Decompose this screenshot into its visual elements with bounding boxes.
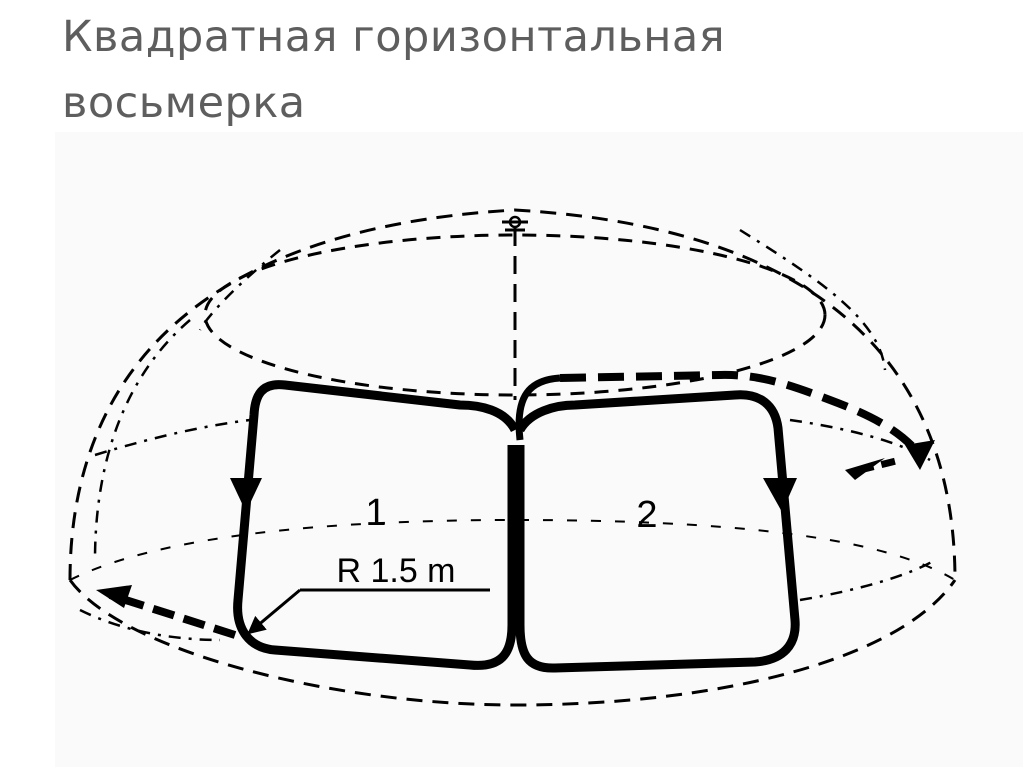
upper-dashed-ellipse — [203, 233, 827, 397]
square-path-2 — [515, 390, 800, 673]
direction-arrow-left — [230, 478, 262, 512]
ring-line-lower-left — [79, 608, 221, 642]
dome-outline — [68, 208, 957, 581]
approach-arrow — [905, 440, 935, 470]
dome-base-ellipse — [68, 579, 957, 707]
square-path-1 — [233, 380, 520, 670]
box-label-1: 1 — [365, 492, 386, 534]
radius-label: R 1.5 m — [336, 552, 455, 590]
slide-title: Квадратная горизонтальная восьмерка — [62, 12, 726, 128]
exit-arrow-left — [96, 585, 132, 608]
approach-path — [559, 370, 924, 458]
meridian-line-left-2 — [198, 249, 281, 331]
entry-curl — [515, 374, 561, 441]
ring-line-left — [94, 418, 251, 457]
radius-leader-diagonal — [247, 588, 301, 635]
meridian-line-left — [93, 319, 191, 561]
pilot-mark-icon — [502, 215, 528, 232]
ring-line-lower-right — [799, 558, 936, 602]
exit-path-left — [108, 591, 237, 639]
box-label-2: 2 — [636, 494, 657, 536]
exit-path-right — [859, 456, 901, 474]
meridian-line-right — [739, 228, 887, 371]
title-band — [0, 0, 1024, 130]
direction-arrow-right — [763, 478, 797, 512]
dome-base-ellipse-back — [69, 518, 956, 581]
